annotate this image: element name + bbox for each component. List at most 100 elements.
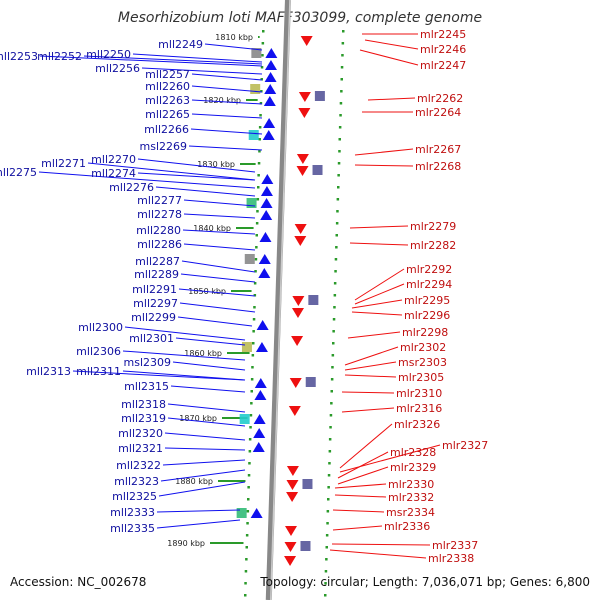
left-gene-leader-line: [175, 337, 246, 346]
scale-track-dot-right: [337, 186, 340, 189]
scale-track-dot-right: [331, 354, 335, 357]
scale-track-dot-left: [253, 294, 257, 297]
right-gene-leader-line: [359, 49, 419, 66]
forward-gene-arrow: [264, 84, 277, 94]
left-gene-leader-line: [167, 417, 246, 427]
left-gene-leader-line: [178, 288, 256, 297]
scale-track-dot-right: [341, 42, 345, 45]
left-gene-leader-line: [179, 302, 256, 313]
scale-track-dot-left: [251, 354, 255, 357]
right-gene-label: mlr2264: [415, 106, 461, 119]
scale-tick-label: 1860 kbp: [184, 349, 222, 358]
right-gene-label: mlr2316: [396, 402, 442, 415]
gene-feature-block: [300, 541, 311, 551]
left-gene-leader-line: [204, 43, 263, 51]
right-gene-leader-line: [347, 331, 401, 339]
scale-track-dot-left: [257, 162, 261, 165]
forward-gene-arrow: [250, 508, 263, 518]
scale-track-dot-right: [326, 510, 330, 513]
left-gene-label: mll2320: [118, 427, 163, 440]
reverse-gene-arrow: [298, 92, 311, 102]
left-gene-label: mll2323: [114, 475, 159, 488]
right-gene-label: mlr2279: [410, 220, 456, 233]
gene-feature-block: [305, 377, 316, 387]
forward-gene-arrow: [262, 130, 275, 140]
left-gene-leader-line: [191, 85, 263, 93]
left-gene-leader-line: [160, 469, 246, 482]
scale-track-dot-left: [245, 534, 249, 537]
left-gene-leader-line: [182, 229, 256, 235]
right-gene-label: mlr2282: [410, 239, 456, 252]
left-gene-leader-line: [38, 171, 256, 189]
scale-track-dot-left: [250, 378, 254, 381]
left-gene-label: mll2249: [158, 38, 203, 51]
reverse-gene-arrow: [291, 336, 304, 346]
right-gene-label: mlr2294: [406, 278, 452, 291]
scale-track-dot-right: [336, 210, 339, 213]
reverse-gene-arrow: [288, 406, 301, 416]
forward-gene-arrow: [260, 210, 273, 220]
right-gene-leader-line: [334, 483, 387, 489]
gene-feature-block: [239, 414, 250, 424]
scale-track-dot-left: [245, 546, 248, 549]
right-gene-label: mlr2337: [432, 539, 478, 552]
forward-gene-arrow: [263, 96, 276, 106]
left-gene-leader-line: [191, 99, 263, 105]
scale-track-dot-right: [330, 390, 333, 393]
left-gene-leader-line: [164, 432, 246, 441]
left-gene-leader-line: [158, 481, 246, 497]
left-gene-label: mll2301: [129, 332, 174, 345]
scale-track-dot-right: [342, 30, 345, 33]
scale-track-dot-left: [255, 222, 259, 225]
scale-track-dot-left: [250, 390, 253, 393]
scale-track-dot-right: [331, 366, 334, 369]
scale-track-dot-left: [248, 438, 252, 441]
left-gene-leader-line: [183, 199, 256, 207]
forward-gene-arrow: [258, 268, 271, 278]
left-gene-leader-line: [72, 370, 246, 381]
reverse-gene-arrow: [285, 526, 297, 536]
scale-track-dot-right: [339, 102, 343, 105]
reverse-gene-arrow: [300, 36, 313, 46]
left-gene-leader-line: [137, 172, 256, 181]
scale-track-dot-left: [260, 78, 263, 81]
right-gene-leader-line: [354, 283, 405, 305]
left-gene-label: mll2318: [121, 398, 166, 411]
genome-backbone-highlight: [270, 0, 291, 600]
left-gene-label: mll2311: [76, 365, 121, 378]
gene-feature-block: [251, 48, 262, 58]
forward-gene-arrow: [255, 342, 268, 352]
forward-gene-arrow: [254, 378, 267, 388]
left-gene-label: mll2315: [124, 380, 169, 393]
left-gene-leader-line: [156, 509, 241, 513]
page-title: Mesorhizobium loti MAFF303099, complete …: [117, 10, 483, 26]
scale-track-dot-right: [329, 414, 333, 417]
scale-track-dot-right: [324, 570, 328, 573]
scale-track-dot-right: [334, 258, 338, 261]
scale-track-dot-left: [259, 102, 263, 105]
left-gene-leader-line: [155, 186, 256, 197]
right-gene-leader-line: [337, 451, 389, 479]
forward-gene-arrow: [252, 442, 265, 452]
left-gene-leader-line: [180, 273, 256, 283]
left-gene-label: mll2319: [121, 412, 166, 425]
scale-track-dot-right: [325, 546, 328, 549]
scale-track-dot-right: [325, 558, 328, 561]
right-gene-label: mlr2328: [390, 446, 436, 459]
scale-track-dot-right: [327, 474, 331, 477]
scale-track-dot-right: [340, 90, 343, 93]
right-gene-leader-line: [354, 148, 414, 156]
left-gene-label: mll2250: [86, 48, 131, 61]
reverse-gene-arrow: [291, 308, 304, 318]
left-gene-leader-line: [87, 162, 256, 181]
left-gene-leader-line: [122, 370, 246, 381]
gene-feature-block: [236, 508, 247, 518]
right-gene-label: mlr2247: [420, 59, 466, 72]
scale-track-dot-left: [258, 150, 261, 153]
left-gene-label: mll2333: [110, 506, 155, 519]
left-gene-label: mll2277: [137, 194, 182, 207]
scale-track-dot-right: [326, 522, 329, 525]
left-gene-label: mll2321: [118, 442, 163, 455]
scale-track-dot-right: [340, 66, 344, 69]
